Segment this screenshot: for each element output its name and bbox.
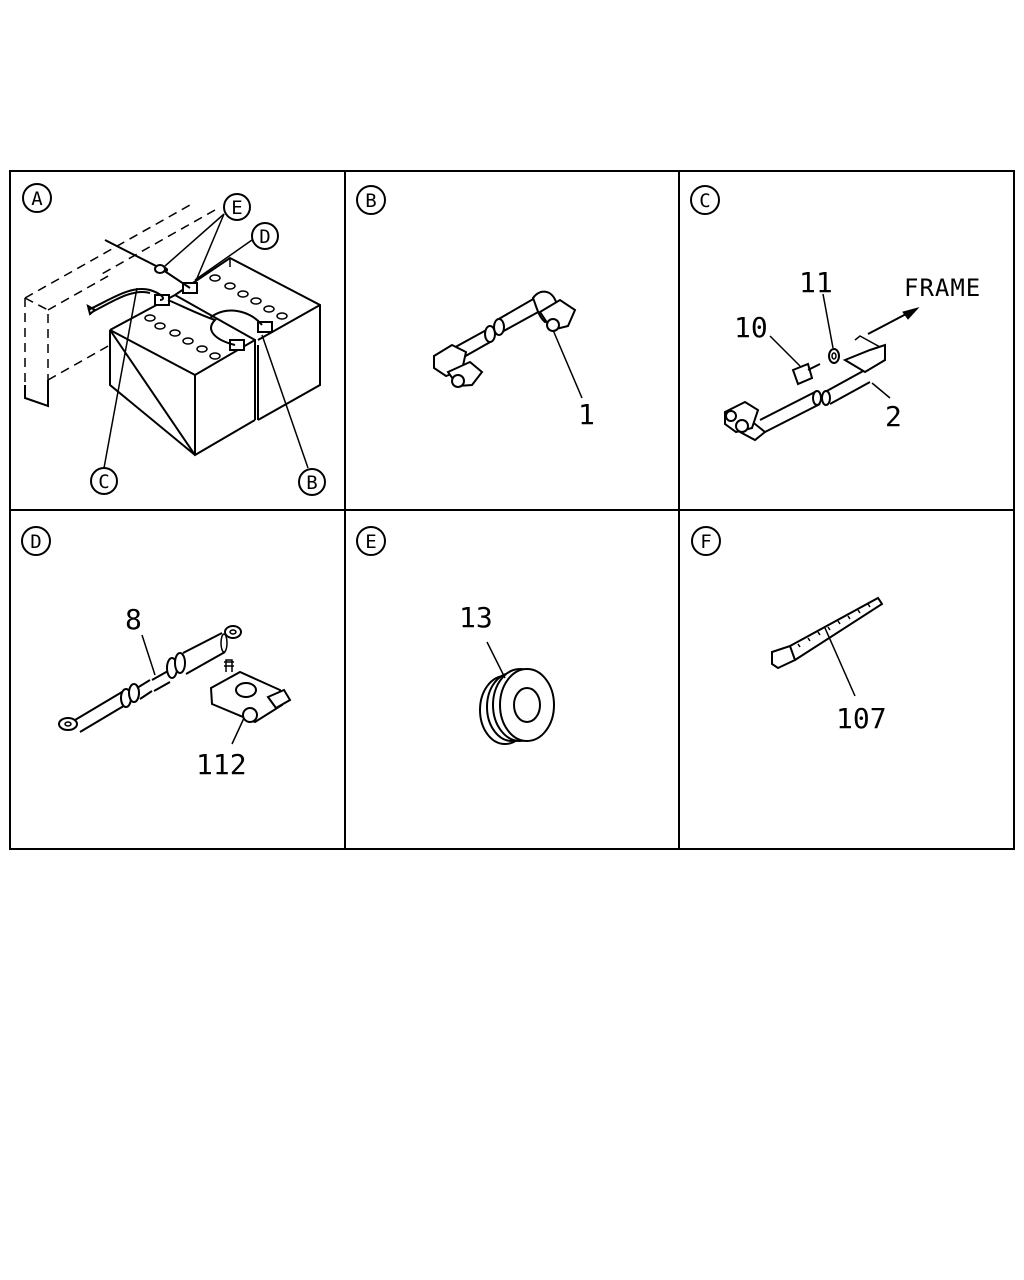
svg-text:C: C [699,190,710,212]
svg-text:A: A [31,188,43,210]
svg-text:B: B [306,472,317,494]
part-number-112: 112 [196,748,247,781]
part-number-10: 10 [734,311,768,344]
callout-e: E [223,193,251,221]
part-number-11: 11 [799,266,833,299]
panel-badge-e: E [356,526,386,556]
panel-badge-d: D [21,526,51,556]
callout-c: C [90,467,118,495]
cable-tie-illustration [771,596,884,697]
part-number-8: 8 [125,603,142,636]
callout-d: D [251,222,279,250]
svg-text:B: B [365,190,376,212]
part-number-13: 13 [459,601,493,634]
svg-text:F: F [700,531,711,553]
panel-badge-a: A [22,183,52,213]
panel-badge-f: F [691,526,721,556]
part-number-2: 2 [885,400,902,433]
panel-grid [9,170,1015,850]
cable-and-clamp-illustration [58,625,292,745]
battery-assembly-illustration [24,204,321,469]
svg-text:D: D [30,531,41,553]
grommet-illustration [479,641,555,745]
svg-text:E: E [365,531,376,553]
svg-text:C: C [98,471,109,493]
panel-badge-b: B [356,185,386,215]
panel-badge-c: C [690,185,720,215]
callout-b: B [298,468,326,496]
frame-label: FRAME [904,274,981,302]
part-number-1: 1 [578,398,595,431]
svg-text:D: D [259,226,270,248]
part-number-107: 107 [836,702,887,735]
svg-text:E: E [231,197,242,219]
ground-cable-illustration [724,293,920,442]
battery-cable-illustration [433,290,583,399]
